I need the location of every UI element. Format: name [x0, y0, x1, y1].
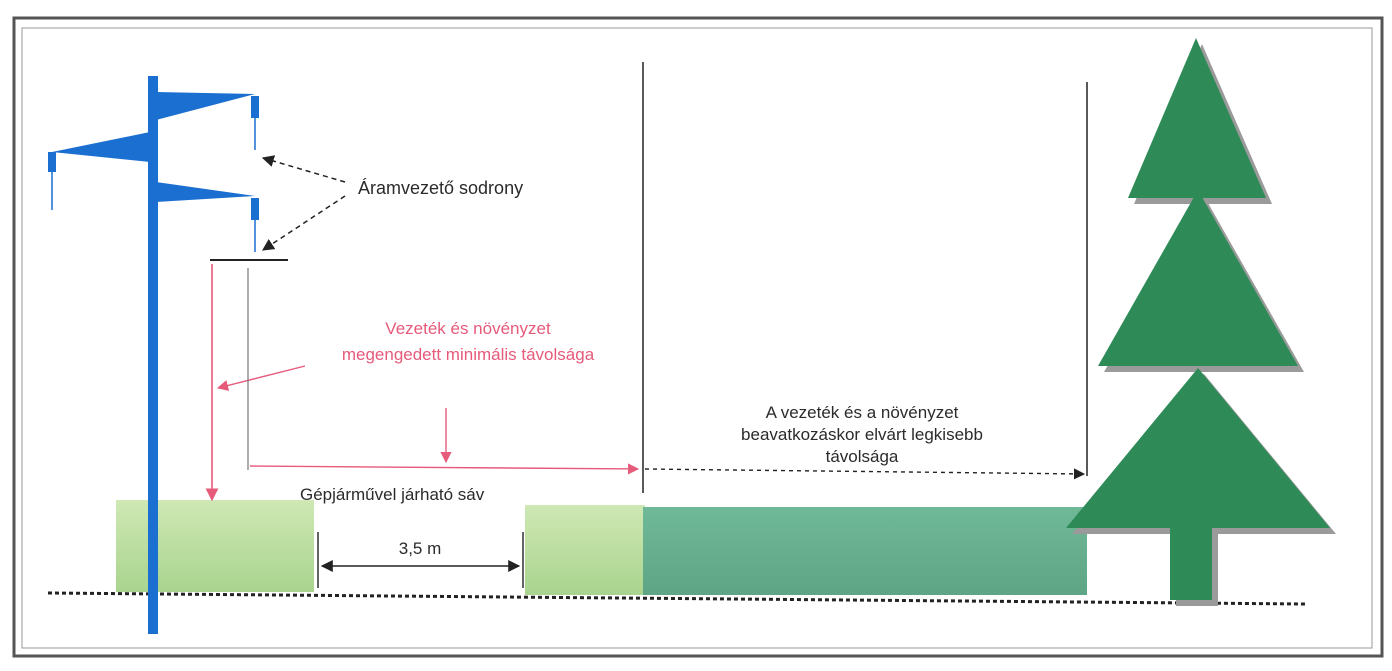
- intervention-distance-arrow: [644, 468, 1086, 480]
- vegetation-block-right: [643, 507, 1087, 595]
- intervention-label-line1: A vezeték és a növényzet: [766, 403, 959, 422]
- pink-pointer-to-vertical: [216, 365, 306, 391]
- vegetation-block-middle: [525, 505, 645, 595]
- vehicle-lane-label: Gépjárművel járható sáv: [300, 485, 485, 504]
- conductor-pointer-upper: [261, 155, 346, 183]
- min-distance-horizontal-arrow: [249, 463, 640, 475]
- spruce-tree-icon: [1066, 38, 1336, 606]
- conductor-label: Áramvezető sodrony: [358, 178, 523, 198]
- power-pole-icon: [48, 76, 259, 634]
- intervention-label-line3: távolsága: [826, 447, 899, 466]
- frame-inner: [21, 27, 1373, 649]
- lane-width-label: 3,5 m: [399, 539, 442, 558]
- intervention-label-line2: beavatkozáskor elvárt legkisebb: [741, 425, 983, 444]
- min-distance-label-line1: Vezeték és növényzet: [385, 319, 551, 338]
- frame-outer: [12, 16, 1384, 658]
- min-distance-label-line2: megengedett minimális távolsága: [342, 345, 595, 364]
- conductor-pointer-lower: [261, 195, 346, 251]
- vegetation-block-left: [116, 500, 314, 592]
